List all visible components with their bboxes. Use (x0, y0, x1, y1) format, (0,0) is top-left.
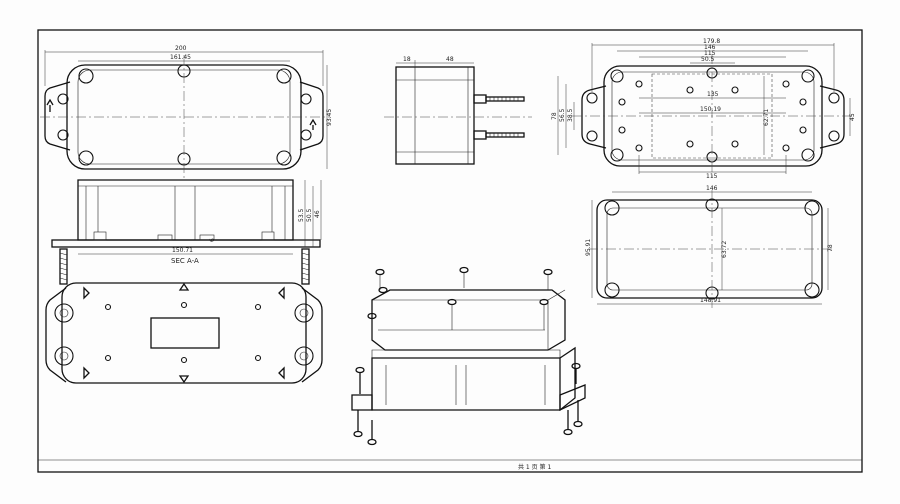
base-dim-inner: 135 (707, 91, 719, 98)
section-dim-right-3: 46 (314, 210, 321, 218)
base-dim-right: 45 (849, 113, 856, 121)
section-dim-small: 6 (209, 238, 216, 242)
base-dim-top-2: 146 (704, 44, 716, 51)
lid-dim-center: 63.72 (721, 241, 728, 258)
section-view: 150.71 SEC A-A 53.5 50.5 46 6 (51, 179, 322, 285)
section-label: SEC A-A (171, 257, 199, 265)
base-dim-top-3: 115 (704, 50, 716, 57)
side-dim-lip: 18 (403, 56, 411, 63)
top-dim-height: 93.45 (326, 109, 333, 126)
lid-dim-top: 146 (706, 185, 718, 192)
lid-dim-bottom: 148.91 (700, 297, 721, 304)
base-top-view: 179.8 146 115 50.5 78 56.5 38.5 135 150.… (551, 38, 856, 180)
section-dim-right-2: 50.5 (306, 208, 313, 222)
section-dim-right-1: 53.5 (298, 208, 305, 222)
exploded-assembly (351, 266, 586, 446)
base-dim-left-2: 56.5 (559, 108, 566, 122)
bottom-view (45, 282, 323, 384)
sheet-page-label: 共 1 页 第 1 (518, 463, 551, 471)
base-dim-left-3: 38.5 (567, 108, 574, 122)
lid-view: 146 148.91 95.91 63.72 78 (585, 185, 834, 308)
lid-dim-left: 95.91 (585, 239, 592, 256)
top-dim-width: 200 (175, 45, 187, 52)
section-dim-width: 150.71 (172, 247, 193, 254)
base-dim-slot: 150.19 (700, 106, 721, 113)
top-view: 200 161.45 93.45 (40, 45, 333, 178)
sheet-border (37, 29, 863, 473)
base-dim-bottom: 115 (706, 173, 718, 180)
base-dim-left-1: 78 (551, 112, 558, 120)
base-dim-top-4: 50.5 (701, 56, 715, 63)
lid-dim-right: 78 (827, 244, 834, 252)
side-dim-depth: 48 (446, 56, 454, 63)
base-dim-top-1: 179.8 (703, 38, 720, 45)
top-dim-inner: 161.45 (170, 54, 191, 61)
base-dim-center: 62.71 (763, 109, 770, 126)
side-view: 18 48 (384, 56, 532, 165)
